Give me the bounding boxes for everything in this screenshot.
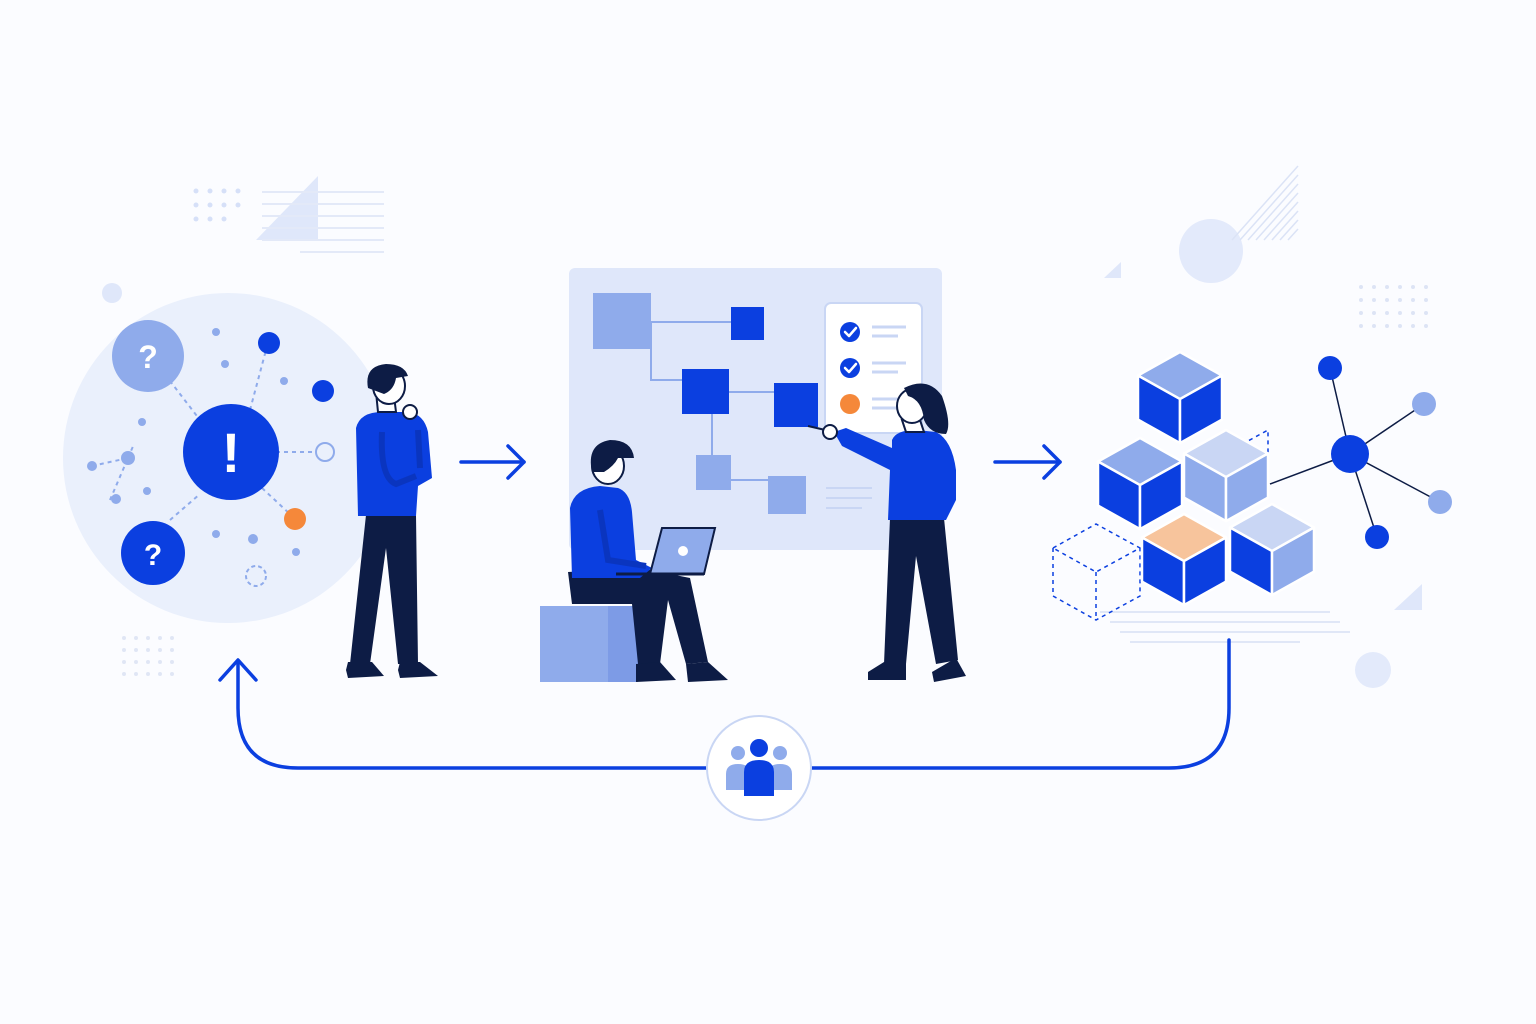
team-hub (706, 715, 812, 821)
decor-lines-top-left (262, 191, 384, 253)
flow-arrow-2 (993, 444, 1062, 480)
exclamation-icon: ! (222, 421, 241, 484)
decor-dots-top-left (193, 188, 241, 222)
pending-dot (840, 394, 860, 414)
flowchart-nodes (593, 293, 818, 514)
decor-dots-bottom-left (122, 636, 174, 676)
cube-shadow (1100, 611, 1350, 643)
problem-node: ! (183, 404, 279, 500)
cube (1182, 428, 1270, 523)
decor-circle-top-right (1179, 219, 1243, 283)
decor-hatch-top-right (1231, 165, 1299, 241)
checklist-items (840, 322, 906, 414)
solution-structure (1051, 350, 1452, 643)
cluster-nodes (87, 328, 335, 587)
person-with-laptop (540, 440, 728, 682)
feedback-loop (218, 638, 1231, 770)
decor-circle-bottom-right (1355, 652, 1391, 688)
cube (1096, 436, 1184, 531)
question-node-dark: ? (121, 521, 185, 585)
cube (1140, 512, 1228, 607)
cube-stack (1096, 350, 1316, 607)
checklist-item (840, 358, 906, 378)
flowchart-connectors (650, 321, 774, 481)
cube (1228, 502, 1316, 597)
planning-board (569, 268, 942, 550)
person-thinking (346, 364, 438, 678)
decor-small-circle-left (102, 283, 122, 303)
network-node-icon (1331, 435, 1369, 473)
board-faint-lines (826, 487, 872, 509)
question-mark-icon: ? (138, 339, 158, 375)
cube (1136, 350, 1224, 445)
decor-triangle-bottom-right (1394, 584, 1422, 610)
decor-triangle-right (1104, 262, 1121, 278)
problem-cluster: ! ? ? (63, 293, 393, 623)
team-icon (726, 739, 792, 796)
question-mark-icon: ? (144, 539, 162, 572)
decor-dots-right (1359, 285, 1428, 328)
checklist-item (840, 322, 906, 342)
person-presenting (807, 383, 966, 682)
decor-triangle-top-left (256, 176, 318, 240)
checkmark-icon (840, 358, 860, 378)
checkmark-icon (840, 322, 860, 342)
flow-arrow-1 (459, 444, 526, 480)
question-node-light: ? (112, 320, 184, 392)
network-graph (1269, 356, 1452, 549)
